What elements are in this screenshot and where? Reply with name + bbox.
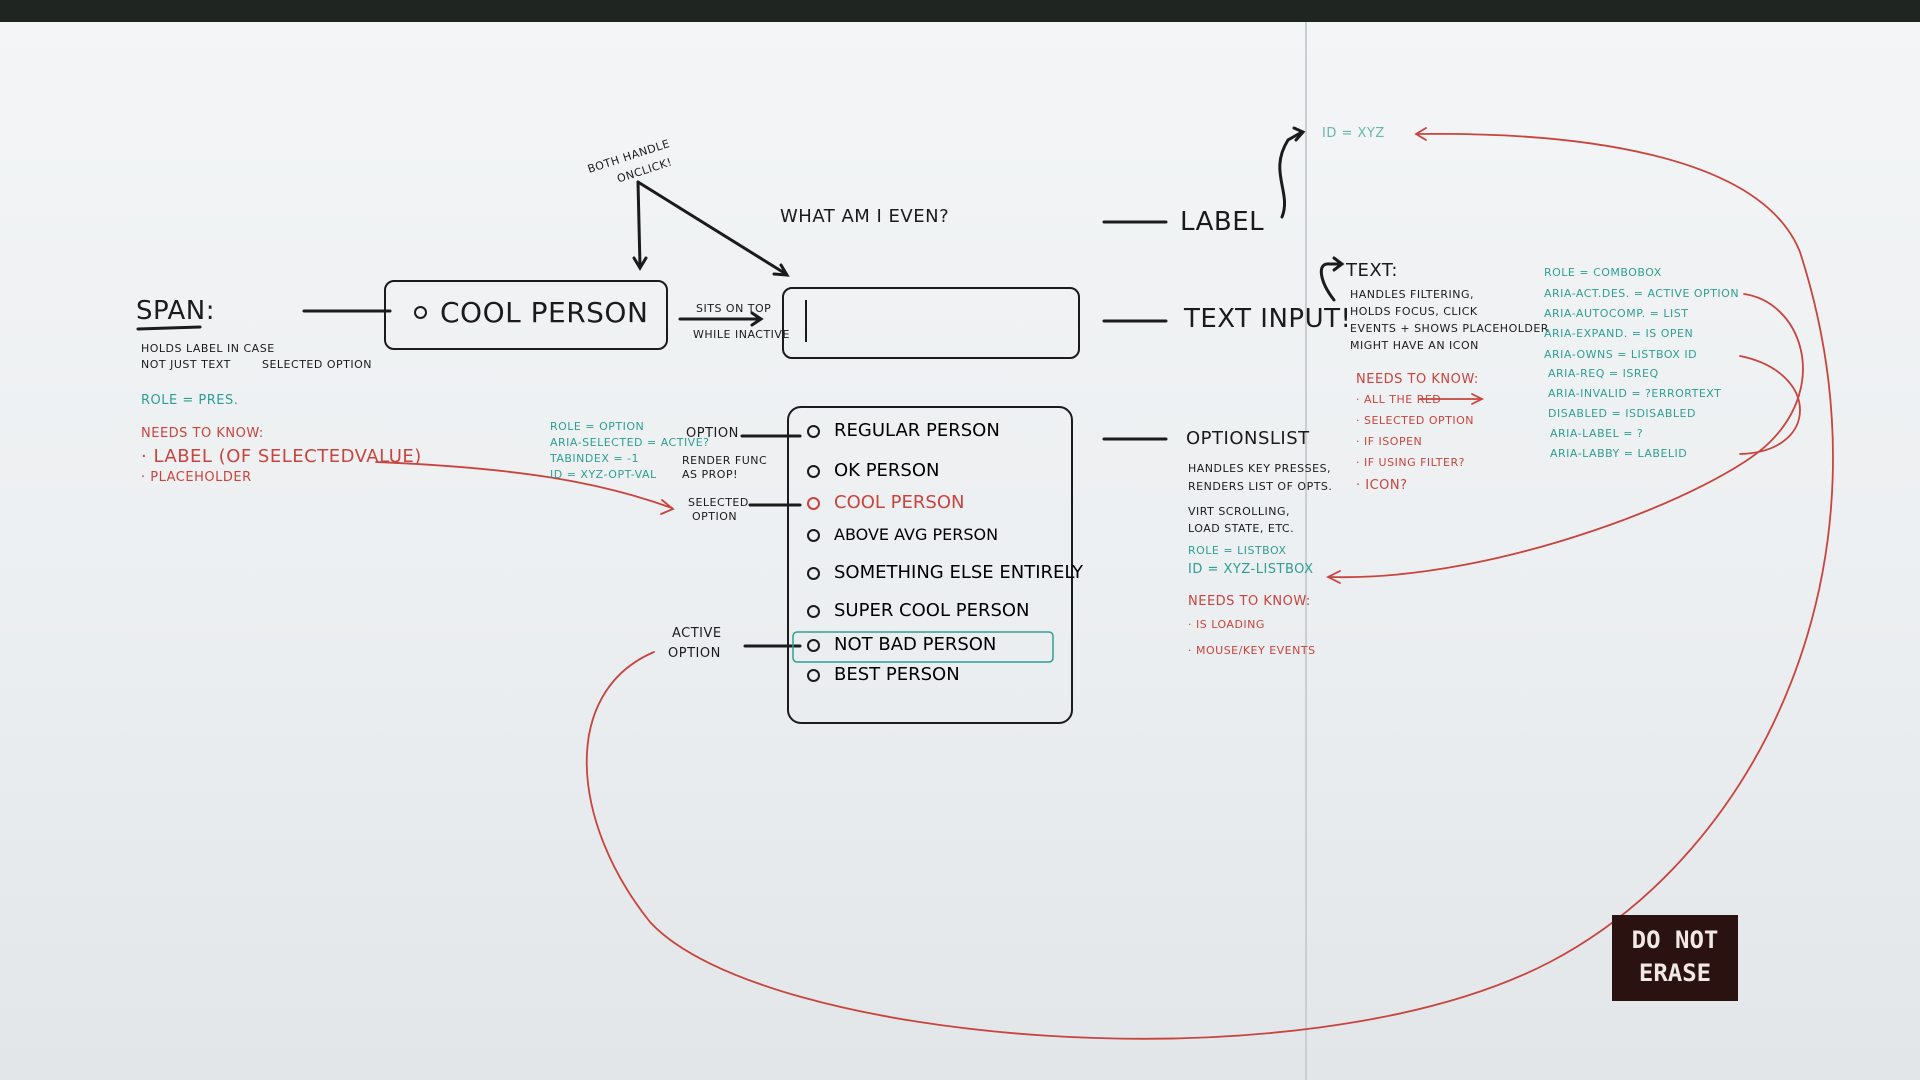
list-item: BEST PERSON bbox=[807, 664, 960, 685]
radio-icon bbox=[807, 496, 820, 510]
text-heading: TEXT: bbox=[1346, 260, 1398, 281]
ol-need-2: · MOUSE/KEY EVENTS bbox=[1188, 644, 1316, 657]
aria-disabled: DISABLED = ISDISABLED bbox=[1548, 407, 1696, 420]
text-need-3: · IF ISOPEN bbox=[1356, 435, 1423, 448]
while-inactive-note: WHILE INACTIVE bbox=[693, 328, 790, 341]
span-cool-person-text: COOL PERSON bbox=[440, 296, 649, 329]
text-need-2: · SELECTED OPTION bbox=[1356, 414, 1474, 427]
text-note-1: HANDLES FILTERING, bbox=[1350, 288, 1475, 301]
selected-option-label-1: SELECTED bbox=[688, 496, 749, 509]
span-heading: SPAN: bbox=[136, 296, 216, 326]
ol-need-1: · IS LOADING bbox=[1188, 618, 1265, 631]
active-option-label-1: ACTIVE bbox=[672, 626, 722, 641]
ol-note-3: VIRT SCROLLING, bbox=[1188, 505, 1291, 518]
list-item: SUPER COOL PERSON bbox=[807, 600, 1030, 621]
aria-role: ROLE = COMBOBOX bbox=[1544, 266, 1662, 279]
do-not-erase-sign: DO NOT ERASE bbox=[1612, 915, 1738, 1001]
span-cool-person-box: COOL PERSON bbox=[384, 280, 668, 350]
ol-role: ROLE = LISTBOX bbox=[1188, 544, 1287, 557]
text-note-2: HOLDS FOCUS, CLICK bbox=[1350, 305, 1478, 318]
opt-role: ROLE = OPTION bbox=[550, 420, 645, 433]
do-not-text: DO NOT bbox=[1631, 926, 1719, 954]
board-seam bbox=[1305, 22, 1307, 1080]
span-needs-heading: NEEDS TO KNOW: bbox=[141, 426, 264, 441]
aria-activedescendant: ARIA-ACT.DES. = ACTIVE OPTION bbox=[1544, 287, 1740, 300]
radio-icon bbox=[414, 306, 427, 319]
text-need-1: · ALL THE RED bbox=[1356, 393, 1442, 406]
render-func-note-2: AS PROP! bbox=[682, 468, 738, 481]
marker-strokes bbox=[136, 126, 1834, 1040]
radio-icon bbox=[807, 529, 820, 542]
sits-on-top-note: SITS ON TOP bbox=[696, 302, 772, 315]
ol-note-2: RENDERS LIST OF OPTS. bbox=[1188, 480, 1333, 493]
aria-label: ARIA-LABEL = ? bbox=[1550, 427, 1644, 440]
options-list-box: REGULAR PERSON OK PERSON COOL PERSON ABO… bbox=[787, 406, 1083, 724]
span-note-selected: SELECTED OPTION bbox=[262, 358, 372, 371]
erase-text: ERASE bbox=[1638, 959, 1712, 987]
span-note-1: HOLDS LABEL IN CASE bbox=[141, 342, 275, 355]
aria-invalid: ARIA-INVALID = ?ERRORTEXT bbox=[1548, 387, 1722, 400]
radio-icon bbox=[807, 604, 820, 618]
selected-option-label-2: OPTION bbox=[692, 510, 738, 523]
id-xyz-label: ID = XYZ bbox=[1322, 126, 1385, 141]
aria-required: ARIA-REQ = ISREQ bbox=[1548, 367, 1659, 380]
label-heading: LABEL bbox=[1180, 207, 1265, 237]
text-needs-heading: NEEDS TO KNOW: bbox=[1356, 372, 1479, 387]
ol-note-4: LOAD STATE, ETC. bbox=[1188, 522, 1295, 535]
radio-icon bbox=[807, 638, 820, 652]
span-note-2: NOT JUST TEXT bbox=[141, 358, 231, 371]
ol-id: ID = XYZ-LISTBOX bbox=[1188, 562, 1314, 577]
radio-icon bbox=[807, 464, 820, 478]
span-need-1: · LABEL (OF SELECTEDVALUE) bbox=[141, 446, 422, 467]
radio-icon bbox=[807, 566, 820, 580]
opt-aria-selected: ARIA-SELECTED = ACTIVE? bbox=[550, 436, 710, 449]
ol-note-1: HANDLES KEY PRESSES, bbox=[1188, 462, 1332, 475]
text-input-heading: TEXT INPUT! bbox=[1184, 304, 1352, 334]
list-item: REGULAR PERSON bbox=[807, 420, 1000, 441]
options-list-heading: OPTIONSLIST bbox=[1186, 428, 1310, 449]
list-item: ABOVE AVG PERSON bbox=[807, 525, 998, 544]
option-heading: OPTION bbox=[686, 426, 739, 441]
active-option-label-2: OPTION bbox=[668, 646, 721, 661]
opt-tabindex: TABINDEX = -1 bbox=[550, 452, 640, 465]
ol-needs-heading: NEEDS TO KNOW: bbox=[1188, 594, 1311, 609]
list-item: SOMETHING ELSE ENTIRELY bbox=[807, 562, 1083, 583]
text-need-4: · IF USING FILTER? bbox=[1356, 456, 1465, 469]
text-note-3: EVENTS + SHOWS PLACEHOLDER bbox=[1350, 322, 1549, 335]
opt-id: ID = XYZ-OPT-VAL bbox=[550, 468, 657, 481]
span-role: ROLE = PRES. bbox=[141, 393, 239, 408]
text-need-5: · ICON? bbox=[1356, 478, 1408, 493]
aria-expanded: ARIA-EXPAND. = IS OPEN bbox=[1544, 327, 1694, 340]
what-am-i-heading: WHAT AM I EVEN? bbox=[780, 206, 950, 227]
list-item-selected: COOL PERSON bbox=[807, 492, 964, 513]
list-item: OK PERSON bbox=[807, 460, 940, 481]
render-func-note-1: RENDER FUNC bbox=[682, 454, 768, 467]
text-input-box bbox=[782, 287, 1080, 359]
whiteboard: BOTH HANDLE ONCLICK! WHAT AM I EVEN? LAB… bbox=[0, 22, 1920, 1080]
list-item-active: NOT BAD PERSON bbox=[807, 634, 996, 655]
radio-icon bbox=[807, 424, 820, 438]
aria-labelledby: ARIA-LABBY = LABELID bbox=[1550, 447, 1688, 460]
text-note-4: MIGHT HAVE AN ICON bbox=[1350, 339, 1479, 352]
radio-icon bbox=[807, 668, 820, 682]
aria-autocomplete: ARIA-AUTOCOMP. = LIST bbox=[1544, 307, 1689, 320]
aria-owns: ARIA-OWNS = LISTBOX ID bbox=[1544, 348, 1698, 361]
span-need-2: · PLACEHOLDER bbox=[141, 470, 252, 485]
